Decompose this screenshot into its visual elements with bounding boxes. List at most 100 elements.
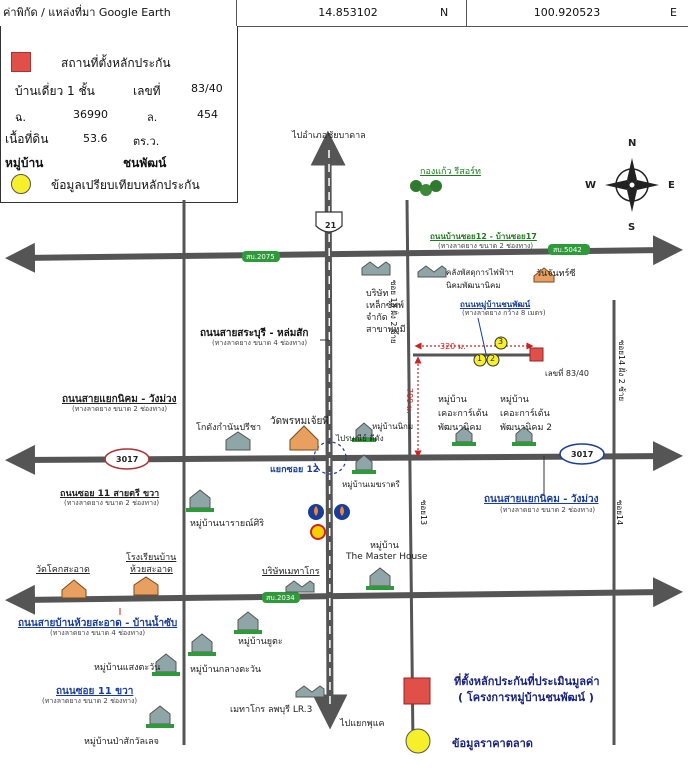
master-house-th-label: หมู่บ้าน — [370, 541, 399, 551]
number-value: 83/40 — [191, 82, 223, 95]
kp2075-badge-icon — [242, 251, 280, 262]
temple-icon — [289, 425, 319, 451]
compare-legend-marker — [11, 174, 31, 194]
narai-village-label: หมู่บ้านนารายณ์ศิริ — [190, 519, 265, 529]
road-soi13 — [405, 199, 415, 746]
huaysakat-road-name: ถนนสายบ้านห้วยสะอาด - บ้านน้ำซับ — [18, 618, 178, 629]
nikhom-left-road-spec: (ทางลาดยาง ขนาด 2 ช่องทาง) — [72, 405, 168, 413]
junction-label: แยกซอย 12 — [270, 465, 319, 475]
warehouse-label: โกดังกำนันปรีชา — [196, 423, 262, 433]
compare-marker-3 — [494, 336, 508, 350]
temple-label: วัดพรหมเจ้ยพี — [270, 416, 329, 427]
kasem1-line1: หมู่บ้าน — [438, 395, 467, 405]
post-office-label: ไปรษณีย์ ดีดัง — [336, 434, 384, 443]
route-3017-right-shield-icon — [559, 443, 605, 465]
house-icon — [234, 611, 262, 634]
wanjan-label: วันจันทร์ซี — [536, 269, 576, 279]
metro-company-label: บริษัทเมทาโกร — [262, 567, 320, 577]
shell-station-icon — [310, 524, 326, 540]
warehouse-icon — [225, 431, 251, 451]
route-3017-left-label: 3017 — [116, 455, 139, 464]
kasem2-line2: เคอะการ์เด้น — [500, 409, 550, 419]
soi11-right-road-spec: (ทางลาดยาง ขนาด 2 ช่องทาง) — [64, 499, 160, 507]
soi11-left-road-name: ถนนซอย 11 ขวา — [56, 686, 134, 697]
bottom-site-legend-line2: ( โครงการหมู่บ้านชนพัฒน์ ) — [458, 691, 594, 704]
house-type: บ้านเดี่ยว 1 ชั้น — [15, 84, 95, 98]
village-ratri-label: หมู่บ้านเมฆราตรี — [342, 480, 400, 489]
soi11-left-road-spec: (ทางลาดยาง ขนาด 2 ช่องทาง) — [42, 697, 138, 705]
gas-station-icon — [334, 504, 350, 520]
site-legend-marker — [11, 52, 31, 72]
nikhom-right-road-spec: (ทางลาดยาง ขนาด 2 ช่องทาง) — [500, 506, 596, 514]
village-road-callout — [477, 317, 487, 355]
school-line1: โรงเรียนบ้าน — [126, 553, 177, 563]
compare-marker-1 — [473, 353, 487, 367]
saraburi-road-name: ถนนสายสระบุรี - หล่มสัก — [200, 328, 309, 339]
wat-kok-label: วัดโคกสะอาด — [36, 565, 90, 575]
soi12-soi17-road-name: ถนนบ้านซอย12 - บ้านซอย17 — [430, 232, 537, 241]
to-chaibadan-label: ไปอำเภอชัยบาดาล — [292, 131, 366, 141]
village-value: ชนพัฒน์ — [123, 156, 167, 170]
highway-21-centerline — [328, 149, 331, 711]
house-icon — [188, 633, 216, 656]
compare-legend-label: ข้อมูลเปรียบเทียบหลักประกัน — [51, 178, 200, 192]
compare-marker-2 — [486, 353, 500, 367]
coordinate-bar: ค่าพิกัด / แหล่งที่มา Google Earth 14.85… — [0, 0, 688, 27]
village-sangtawan-label: หมู่บ้านแสงตะวัน — [94, 663, 161, 673]
nikhom-left-road-name: ถนนสายแยกนิคม - วังม่วง — [62, 394, 177, 405]
chanot-value: 36990 — [73, 108, 108, 121]
to-phukhae-label: ไปแยกพุแค — [340, 719, 385, 729]
land-no-label: ล. — [147, 111, 158, 124]
compass-n: N — [628, 138, 637, 149]
klongkaew-resort-label: กองแก้ว รีสอร์ท — [420, 167, 481, 177]
kasem1-line2: เคอะการ์เด้น — [438, 409, 488, 419]
soi11-right-road-name: ถนนซอย 11 สายตรี ขวา — [60, 489, 160, 499]
kp2034-label: สบ.2034 — [266, 594, 295, 602]
house-icon — [152, 653, 180, 676]
junction-circle — [313, 441, 347, 475]
distance-700-label: 700 ม. — [405, 388, 414, 414]
marker-1-label: 1 — [477, 354, 483, 363]
power-depot-label: คลังพัสดุการไฟฟ้าฯ นิคมพัฒนานิคม — [446, 268, 514, 290]
kasem2-line3: พัฒนานิคม 2 — [500, 423, 552, 433]
highway-21-label: 21 — [325, 221, 337, 230]
company-line3: จำกัด — [366, 313, 388, 323]
compass-icon — [605, 158, 659, 212]
longitude-value: 100.920523 — [466, 0, 667, 26]
village-road-spec: (ทางลาดยาง กว้าง 8 เมตร) — [462, 309, 546, 317]
kp2034-badge-icon — [262, 592, 300, 603]
company-line1: บริษัท — [366, 289, 389, 299]
soi14-label: ซอย14 — [615, 500, 624, 526]
house-icon — [366, 567, 394, 590]
house-icon — [352, 454, 376, 474]
bottom-market-legend-label: ข้อมูลราคาตลาด — [452, 737, 533, 750]
latitude-dir: N — [440, 6, 449, 19]
school-icon — [133, 576, 159, 596]
kp2075-label: สบ.2075 — [246, 253, 275, 261]
house-icon — [146, 705, 174, 728]
route-3017-right-label: 3017 — [571, 450, 594, 459]
village-yuta-label: หมู่บ้านยูตะ — [238, 637, 283, 647]
land-no-value: 454 — [197, 108, 218, 121]
company-line4: สาขาพหุมี — [366, 325, 406, 335]
gas-station-icon — [308, 504, 324, 520]
marker-2-label: 2 — [490, 354, 496, 363]
soi12-soi17-road-spec: (ทางลาดยาง ขนาด 2 ช่องทาง) — [438, 242, 534, 250]
kasem1-line3: พัฒนานิคม — [438, 423, 482, 433]
village-klangtawan-label: หมู่บ้านกลางตะวัน — [190, 665, 262, 675]
site-legend-label: สถานที่ตั้งหลักประกัน — [61, 56, 171, 70]
highway-21-shield-icon — [315, 211, 343, 233]
house-icon — [186, 489, 214, 512]
kp5042-label: สบ.5042 — [553, 246, 582, 254]
master-house-en-label: The Master House — [346, 552, 428, 562]
kp5042-badge-icon — [548, 244, 590, 255]
village-road-name: ถนนหมู่บ้านชนพัฒน์ — [460, 300, 531, 309]
legend-box: สถานที่ตั้งหลักประกัน บ้านเดี่ยว 1 ชั้น … — [0, 26, 238, 203]
factory-icon — [295, 685, 325, 698]
number-label: เลขที่ — [133, 84, 161, 98]
bottom-site-legend-line1: ที่ตั้งหลักประกันที่ประเมินมูลค่า — [454, 675, 600, 688]
area-unit: ตร.ว. — [133, 135, 160, 148]
distance-320-label: 320 ม. — [440, 342, 466, 351]
school-line2: ห้วยสะอาด — [130, 565, 173, 575]
village-label: หมู่บ้าน — [5, 156, 44, 170]
